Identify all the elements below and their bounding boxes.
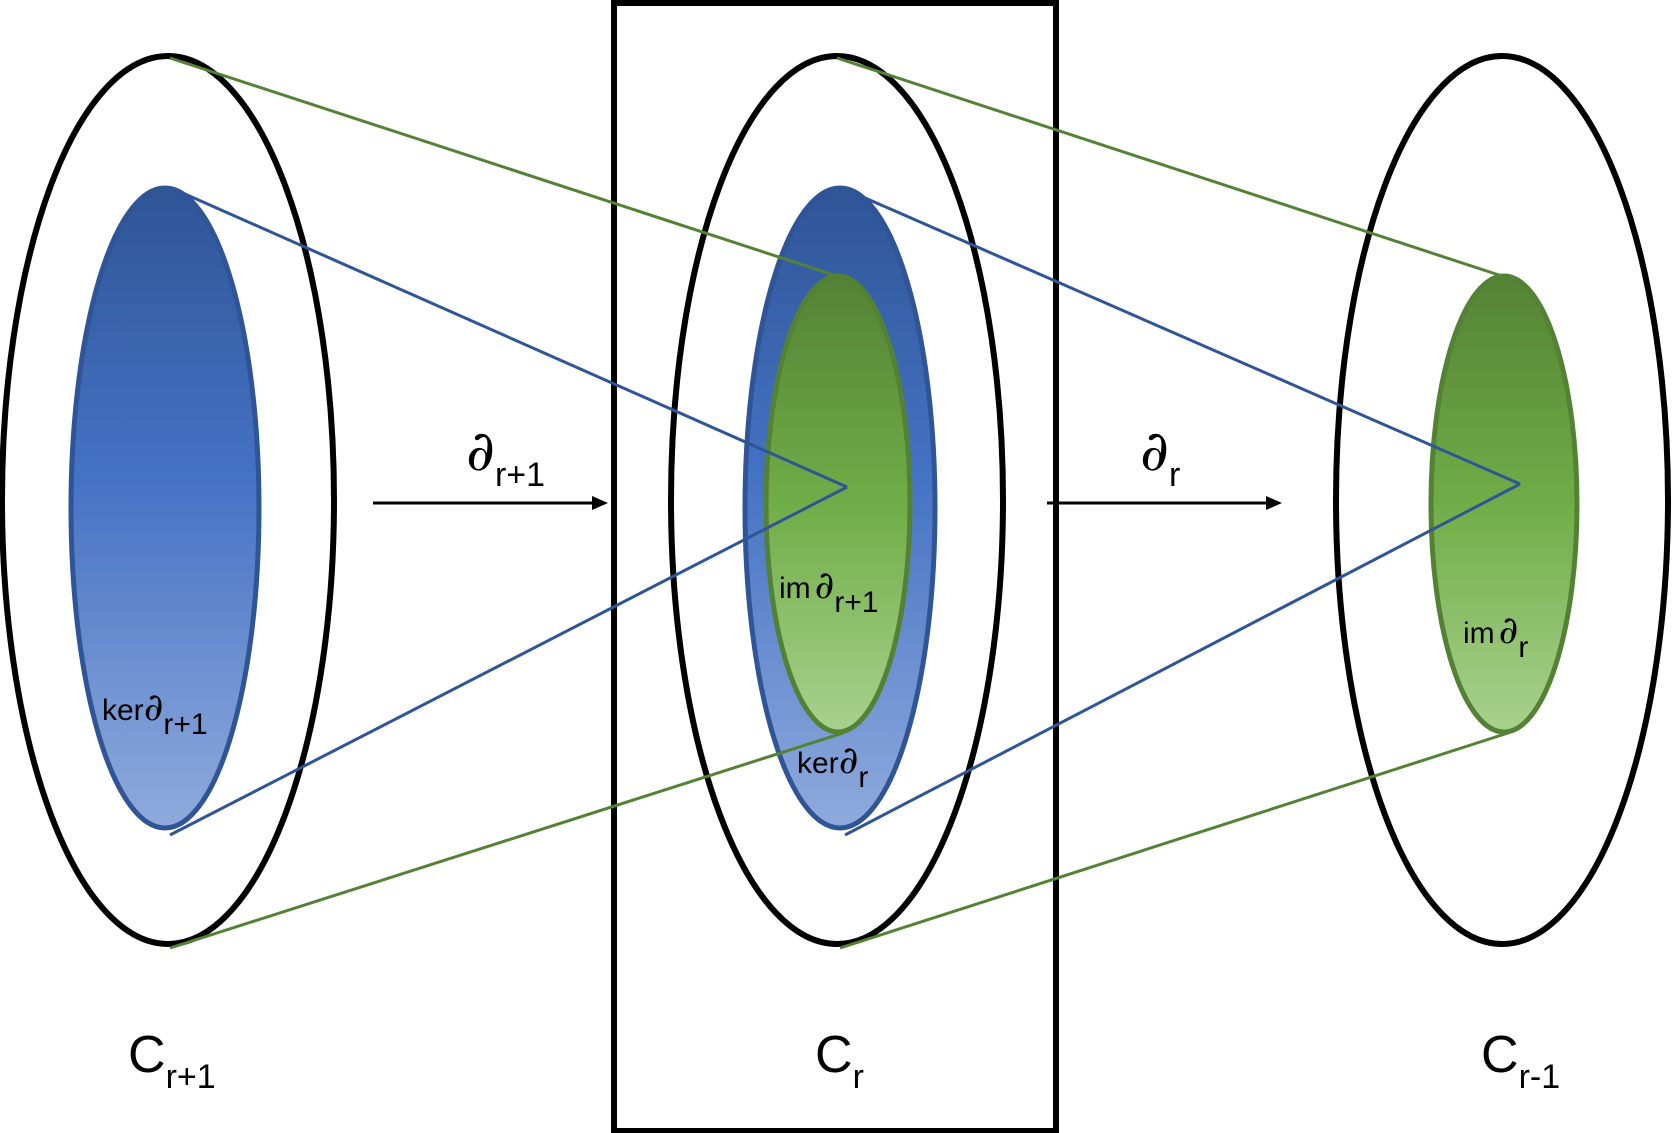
label-ker-r-plus-1: ker∂r+1 [102,685,208,741]
map-line-green-top-2 [836,56,1509,280]
boundary-subscript: r [858,761,868,794]
arrow-boundary-r-head [1266,496,1282,510]
map-line-blue-bottom-1 [169,485,848,837]
space-letter: C [1481,1026,1519,1084]
im-r-region [1428,273,1580,735]
space-subscript: r-1 [1519,1058,1561,1096]
map-line-blue-top-1 [184,192,848,489]
boundary-symbol: ∂ [466,419,495,484]
boundary-subscript: r+1 [495,456,545,494]
space-c-r-plus-1-ellipse [0,53,337,947]
im-prefix: im [1463,617,1495,650]
map-line-green-bottom-1 [169,731,844,950]
space-letter: C [128,1026,166,1084]
boundary-symbol: ∂ [815,563,835,607]
label-c-r: Cr [815,1026,864,1096]
focus-box [611,0,1059,1133]
im-prefix: im [779,572,811,605]
space-letter: C [815,1026,853,1084]
boundary-symbol: ∂ [1499,608,1519,652]
map-line-green-top-1 [169,56,844,280]
ker-prefix: ker [797,747,839,780]
boundary-subscript: r+1 [163,708,207,741]
map-line-green-bottom-2 [839,731,1509,950]
space-c-r-ellipse [668,53,1006,947]
ker-r-plus-1-region [68,185,262,831]
boundary-subscript: r [1518,631,1528,664]
arrow-boundary-r-plus-1-head [592,496,608,510]
boundary-symbol: ∂ [144,685,164,729]
label-boundary-r-plus-1: ∂r+1 [466,419,545,494]
label-im-r-plus-1: im∂r+1 [779,563,879,619]
ker-prefix: ker [102,694,144,727]
space-subscript: r+1 [166,1058,216,1096]
boundary-subscript: r [1169,456,1180,494]
map-line-blue-bottom-2 [844,482,1521,837]
im-r-plus-1-region [763,273,913,735]
boundary-symbol: ∂ [1140,419,1169,484]
label-im-r: im∂r [1463,608,1528,664]
boundary-symbol: ∂ [839,738,859,782]
label-c-r-plus-1: Cr+1 [128,1026,216,1096]
space-c-r-minus-1-ellipse [1333,53,1671,947]
label-c-r-minus-1: Cr-1 [1481,1026,1560,1096]
map-line-blue-top-2 [855,192,1521,486]
boundary-subscript: r+1 [834,586,878,619]
label-boundary-r: ∂r [1140,419,1180,494]
label-ker-r: ker∂r [797,738,868,794]
space-subscript: r [853,1058,864,1096]
